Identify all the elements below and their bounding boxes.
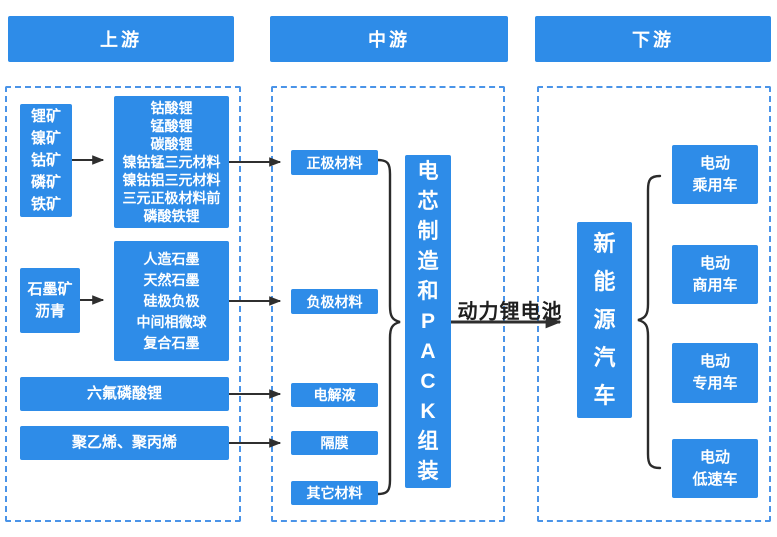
- vehicle-box-passenger: 电动 乘用车: [672, 145, 758, 204]
- upstream-section-frame: [5, 86, 241, 522]
- separator-box: 隔膜: [291, 431, 378, 455]
- downstream-header: 下游: [535, 16, 771, 62]
- cathode-box: 正极材料: [291, 150, 378, 175]
- vehicle-box-commercial: 电动 商用车: [672, 245, 758, 304]
- cell-pack-box: 电 芯 制 造 和 P A C K 组 装: [405, 155, 451, 488]
- graphite-sources-box: 石墨矿 沥青: [20, 268, 80, 333]
- polymers-box: 聚乙烯、聚丙烯: [20, 426, 229, 460]
- electrolyte-box: 电解液: [291, 383, 378, 407]
- nev-box: 新 能 源 汽 车: [577, 222, 632, 418]
- anode-materials-box: 人造石墨 天然石墨 硅极负极 中间相微球 复合石墨: [114, 241, 229, 361]
- ores-box: 锂矿 镍矿 钴矿 磷矿 铁矿: [20, 104, 72, 217]
- midstream-header: 中游: [270, 16, 508, 62]
- cathode-materials-box: 钴酸锂 锰酸锂 碳酸锂 镍钴锰三元材料 镍钴铝三元材料 三元正极材料前 磷酸铁锂: [114, 96, 229, 228]
- other-materials-box: 其它材料: [291, 481, 378, 505]
- downstream-section-frame: [537, 86, 771, 522]
- vehicle-box-special: 电动 专用车: [672, 343, 758, 403]
- upstream-header: 上游: [8, 16, 234, 62]
- power-battery-label: 动力锂电池: [457, 301, 563, 323]
- lipf6-box: 六氟磷酸锂: [20, 377, 229, 411]
- anode-box: 负极材料: [291, 289, 378, 314]
- vehicle-box-low-speed: 电动 低速车: [672, 439, 758, 498]
